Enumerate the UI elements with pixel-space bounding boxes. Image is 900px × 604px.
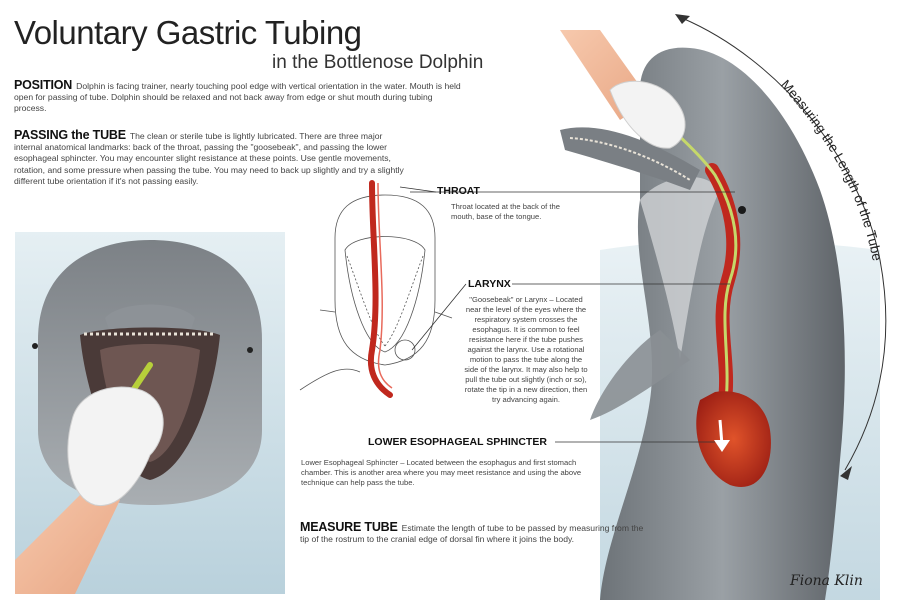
side-view-flipper [590,330,690,420]
front-view-left-eye [32,343,38,349]
passing-heading: PASSING the TUBE [14,128,126,142]
throat-leader-line-left [399,186,437,193]
outline-larynx [394,339,416,361]
side-view-belly [640,176,720,360]
larynx-leader-line-left [411,283,467,351]
front-view-tube [129,362,153,395]
larynx-description: "Goosebeak" or Larynx – Located near the… [464,295,588,404]
outline-esophagus [368,180,393,398]
side-view-tube-arrowhead [714,440,730,452]
outline-left-eye [319,309,336,313]
side-view-lower-jaw [560,127,700,190]
artist-signature: Fiona Klin [789,573,863,589]
page-title: Voluntary Gastric Tubing [14,14,362,51]
measuring-arc-arrow-bottom [840,466,852,480]
outline-jaw-left [299,368,361,391]
side-view-teeth [569,137,691,181]
side-view-dolphin-illustration [560,30,880,601]
throat-label: THROAT [437,185,480,197]
front-view-gloved-hand [67,386,164,506]
outline-mouth [344,236,426,353]
position-heading: POSITION [14,78,73,92]
side-view-stomach [696,391,771,487]
measure-text: Estimate the length of tube to be passed… [300,523,644,545]
larynx-label: LARYNX [468,278,511,290]
les-description: Lower Esophageal Sphincter – Located bet… [301,458,582,487]
outline-tube [377,182,393,389]
measuring-arc [681,17,887,471]
outline-right-eye [434,311,453,319]
measure-heading: MEASURE TUBE [300,520,398,534]
outline-anatomy-diagram [299,194,453,391]
front-view-dolphin-illustration [15,232,285,594]
measuring-arc-arrow-top [675,14,690,24]
throat-description: Throat located at the back of the mouth,… [451,202,560,221]
front-view-trainer-arm [15,480,120,594]
side-view-gloved-hand [609,80,686,149]
les-label: LOWER ESOPHAGEAL SPHINCTER [368,436,547,448]
outline-head [334,194,436,366]
side-view-eye [738,206,746,214]
page-subtitle: in the Bottlenose Dolphin [272,52,484,73]
front-view-right-eye [247,347,253,353]
passing-text: The clean or sterile tube is lightly lub… [14,131,404,186]
position-text: Dolphin is facing trainer, nearly touchi… [14,81,461,114]
